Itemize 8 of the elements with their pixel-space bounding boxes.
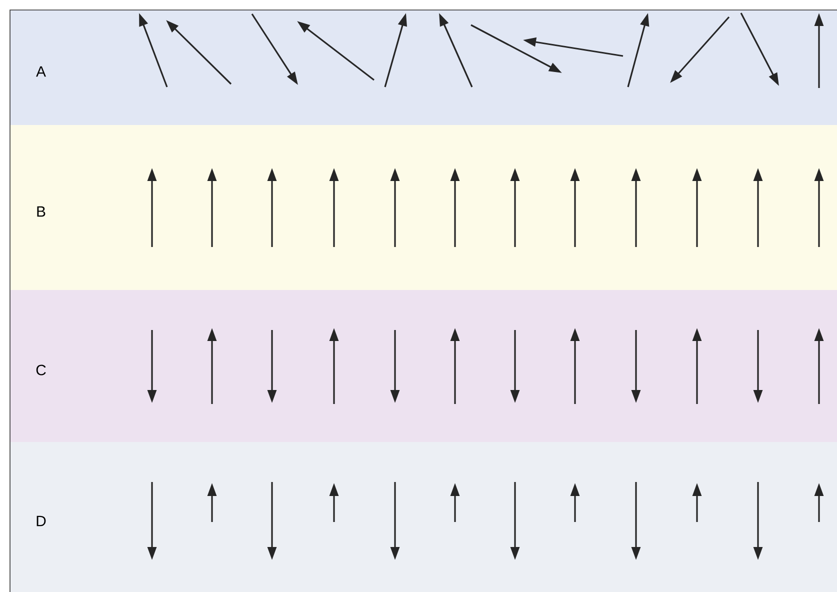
band <box>10 125 837 290</box>
band <box>10 290 837 442</box>
row-letter: D <box>36 516 46 526</box>
row-letter: A <box>36 66 46 77</box>
row-letter: C <box>36 364 46 376</box>
band <box>10 10 837 125</box>
band <box>10 442 837 592</box>
row-letter: B <box>37 206 46 217</box>
